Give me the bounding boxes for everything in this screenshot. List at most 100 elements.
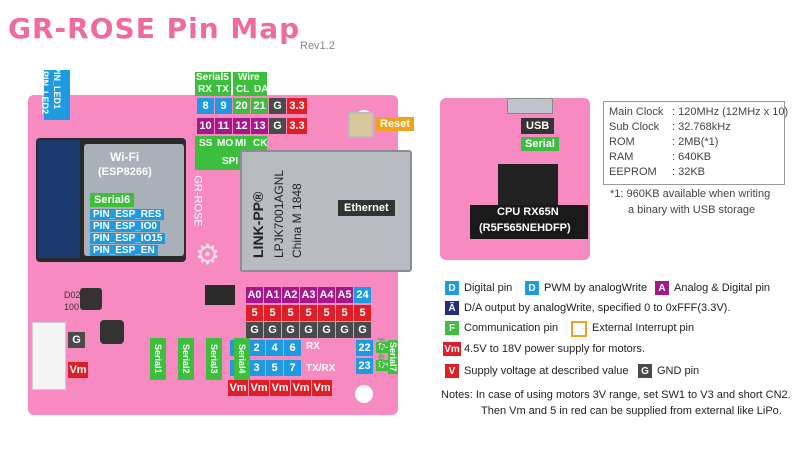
rs485-dplus: D+ bbox=[376, 360, 394, 371]
spec-value-0: : 120MHz (12MHz x 10) bbox=[672, 106, 789, 118]
five-volt-pin-2: 5 bbox=[282, 305, 299, 321]
vm-pin-1: Vm bbox=[249, 380, 269, 396]
board-mark-d02: D02 bbox=[64, 290, 81, 300]
top-pin-4: G bbox=[269, 98, 286, 114]
ethernet-logo: LINK-PP® bbox=[250, 191, 266, 258]
spec-key-0: Main Clock bbox=[609, 106, 664, 118]
top-pin-2: 20 bbox=[233, 98, 250, 114]
usb-label: USB bbox=[521, 118, 555, 134]
serial7-label: Serial7 bbox=[388, 340, 398, 374]
spi-label: SPI bbox=[222, 156, 239, 167]
footnote-line2: a binary with USB storage bbox=[628, 204, 756, 216]
spec-key-1: Sub Clock bbox=[609, 121, 660, 133]
spec-box bbox=[603, 101, 785, 185]
ethernet-origin: China M 1848 bbox=[290, 183, 304, 258]
board-mark-100: 100 bbox=[64, 302, 80, 312]
cpu-label-bg bbox=[470, 205, 588, 239]
notes-line2: Then Vm and 5 in red can be supplied fro… bbox=[481, 405, 782, 417]
wire-label: Wire bbox=[238, 72, 260, 83]
top-pin-0: 8 bbox=[197, 98, 214, 114]
ethernet-part: LPJK7001AGNL bbox=[272, 169, 286, 258]
legend-analog-chip: A bbox=[655, 281, 669, 295]
ground-pin-4: G bbox=[318, 322, 335, 338]
spec-key-3: RAM bbox=[609, 151, 634, 163]
legend-comm-chip: F bbox=[445, 321, 459, 335]
board-name-label: GR-ROSE bbox=[191, 175, 204, 227]
pin-22: 22 bbox=[356, 340, 373, 356]
vm-pin-4: Vm bbox=[312, 380, 332, 396]
serial-left-label-0: Serial1 bbox=[150, 338, 166, 380]
top-pin-5: 3.3 bbox=[287, 98, 307, 114]
five-volt-pin-1: 5 bbox=[264, 305, 281, 321]
legend-pwm: PWM by analogWrite bbox=[544, 282, 648, 294]
legend-ext-int-chip bbox=[571, 321, 587, 337]
serial5-label-bg bbox=[195, 72, 231, 96]
rx-digital-label: RX bbox=[306, 341, 320, 352]
rx-label: RX bbox=[198, 84, 212, 95]
ground-pin-6: G bbox=[354, 322, 371, 338]
spec-key-4: EEPROM bbox=[609, 166, 657, 178]
vm-pin-3: Vm bbox=[291, 380, 311, 396]
analog-pin-5: A5 bbox=[336, 287, 353, 303]
bottom-pin-5: 3.3 bbox=[287, 118, 307, 134]
ground-pin-2: G bbox=[282, 322, 299, 338]
cpu-part-label: (R5F565NEHDFP) bbox=[479, 222, 571, 234]
legend-comm: Communication pin bbox=[464, 322, 559, 334]
spec-value-3: : 640KB bbox=[672, 151, 712, 163]
top-pin-1: 9 bbox=[215, 98, 232, 114]
reset-switch bbox=[348, 112, 374, 138]
wifi-pin-3: PIN_ESP_EN bbox=[90, 245, 158, 256]
usb-connector bbox=[507, 98, 553, 114]
analog-pin-1: A1 bbox=[264, 287, 281, 303]
bottom-pin-1: 11 bbox=[215, 118, 232, 134]
page-title: GR-ROSE Pin Map bbox=[8, 12, 301, 45]
mo-label: MO bbox=[217, 138, 234, 149]
legend-supply: Supply voltage at described value bbox=[464, 365, 629, 377]
spec-value-1: : 32.768kHz bbox=[672, 121, 731, 133]
vm-pin-2: Vm bbox=[270, 380, 290, 396]
ground-pin-3: G bbox=[300, 322, 317, 338]
legend-supply-chip: V bbox=[445, 364, 459, 378]
mount-hole bbox=[355, 385, 373, 403]
serial-left-label-3: Serial4 bbox=[234, 338, 250, 380]
revision-label: Rev1.2 bbox=[300, 40, 335, 52]
five-volt-pin-0: 5 bbox=[246, 305, 263, 321]
txrx-digital-label: TX/RX bbox=[306, 363, 336, 374]
legend-pwm-chip: D bbox=[525, 281, 539, 295]
analog-pin-2: A2 bbox=[282, 287, 299, 303]
five-volt-pin-3: 5 bbox=[300, 305, 317, 321]
analog-pin-0: A0 bbox=[246, 287, 263, 303]
ground-pin-5: G bbox=[336, 322, 353, 338]
bottom-pin-2: 12 bbox=[233, 118, 250, 134]
wifi-pin-2: PIN_ESP_IO15 bbox=[90, 233, 166, 244]
ck-label: CK bbox=[253, 138, 268, 149]
five-volt-pin-4: 5 bbox=[318, 305, 335, 321]
five-volt-pin-5: 5 bbox=[336, 305, 353, 321]
digital-pin-top-1: 2 bbox=[248, 340, 265, 356]
wifi-title: Wi-Fi bbox=[110, 150, 140, 164]
legend-motor-chip: Vm bbox=[443, 342, 461, 356]
rs485-label: RS-485 bbox=[376, 338, 386, 369]
pin-23: 23 bbox=[356, 358, 373, 374]
power-g-pin: G bbox=[68, 332, 85, 348]
analog-pin-6: 24 bbox=[354, 287, 371, 303]
bottom-pin-0: 10 bbox=[197, 118, 214, 134]
cl-label: CL bbox=[236, 84, 250, 95]
dip-switch bbox=[205, 285, 235, 305]
legend-analog: Analog & Digital pin bbox=[674, 282, 771, 294]
bottom-pin-3: 13 bbox=[251, 118, 268, 134]
reset-label: Reset bbox=[376, 117, 414, 131]
cpu-label: CPU RX65N bbox=[497, 206, 559, 218]
capacitor bbox=[80, 288, 102, 310]
analog-pin-4: A4 bbox=[318, 287, 335, 303]
gear-icon: ⚙ bbox=[195, 239, 221, 270]
cpu-chip bbox=[498, 164, 558, 212]
analog-pin-3: A3 bbox=[300, 287, 317, 303]
ethernet-label: Ethernet bbox=[338, 200, 395, 216]
legend-da-chip: Ã bbox=[445, 301, 459, 315]
rs485-dminus: D- bbox=[376, 342, 391, 353]
wifi-pin-0: PIN_ESP_RES bbox=[90, 209, 165, 220]
spec-key-2: ROM bbox=[609, 136, 635, 148]
legend-gnd: GND pin bbox=[657, 365, 700, 377]
serial-left-label-1: Serial2 bbox=[178, 338, 194, 380]
